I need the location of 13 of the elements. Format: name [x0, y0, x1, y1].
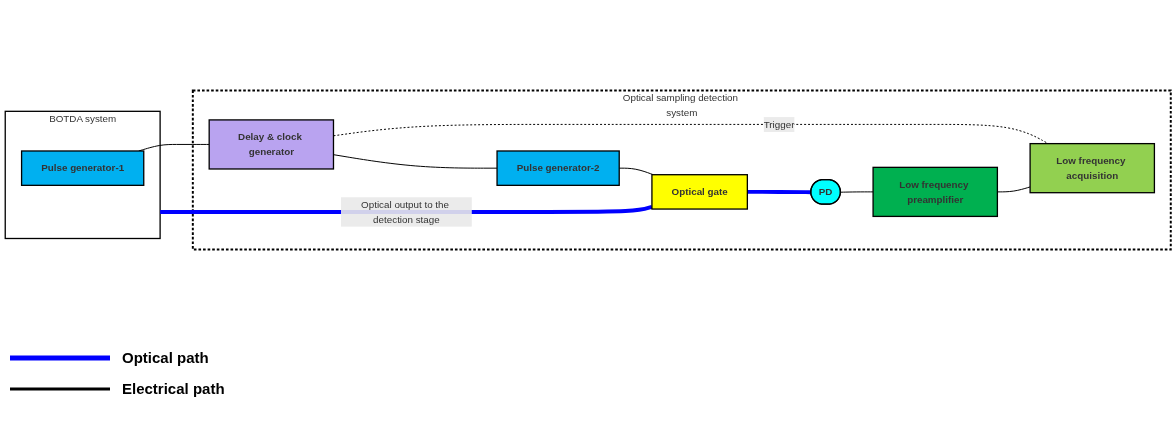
legend-label: Optical path [122, 349, 209, 366]
node-box: Pulse generator-1 [20, 150, 145, 186]
edge-label: Optical output to the detection stage [361, 198, 449, 225]
edge-label: Trigger [763, 118, 795, 130]
connector [333, 154, 498, 169]
node-box: Low frequency acquisition [1029, 142, 1156, 194]
node-box: Optical gate [651, 174, 748, 210]
node-box: Delay & clock generator [208, 119, 335, 170]
connector [747, 189, 812, 195]
connector [840, 191, 874, 193]
node-box: Pulse generator-2 [496, 150, 620, 186]
node-box: Low frequency preamplifier [872, 166, 999, 218]
legend-label: Electrical path [122, 380, 225, 397]
